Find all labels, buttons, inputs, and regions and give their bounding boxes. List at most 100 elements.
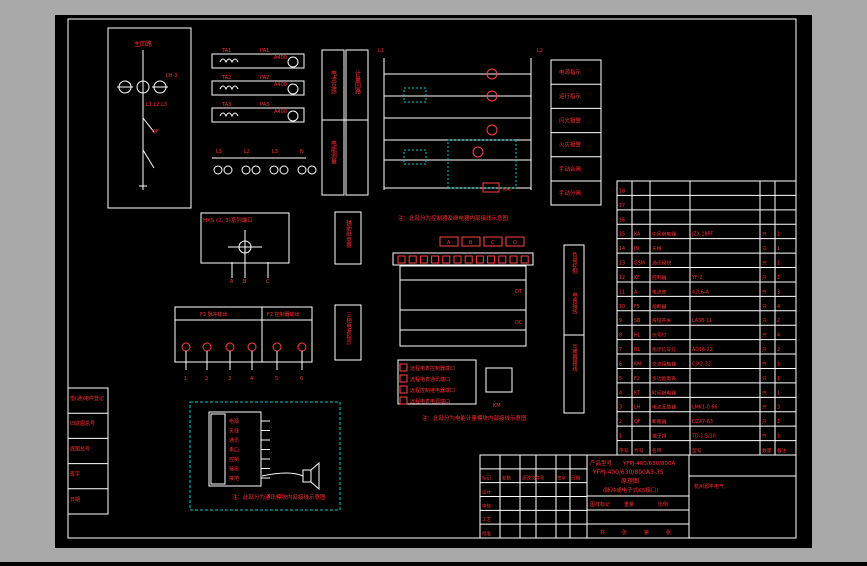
stage-label: 比例	[658, 501, 668, 508]
parts-cell: 9	[619, 318, 622, 324]
meter-row-a: A400	[274, 55, 287, 61]
parts-cell: 指示信号灯	[652, 346, 676, 353]
module-indicator-label: D	[513, 240, 517, 246]
fuse-icon	[279, 165, 289, 175]
parts-cell: QF	[634, 419, 641, 425]
sheet-label: 张	[666, 529, 671, 536]
parts-cell: YF-2	[691, 275, 702, 281]
meter-row-v: PA3	[260, 102, 269, 108]
parts-cell: 3	[777, 289, 780, 295]
parts-cell: 断路器	[652, 418, 667, 425]
title-block: 产品型号 YFPJ-400/630/800A YFPJ-400/630/800A…	[479, 454, 797, 539]
side-indicator-label: 火灾报警	[559, 141, 582, 149]
terminal-number: 5	[275, 376, 278, 382]
gsm-row-label: 电源	[229, 418, 239, 425]
parts-cell: 只	[762, 347, 767, 353]
product-model: YFPJ-400/630/800A	[622, 461, 675, 467]
module-terminal	[442, 255, 451, 264]
parts-cell: 1	[777, 232, 780, 238]
parts-cell: 熔断器	[652, 303, 667, 310]
module-terminal	[487, 255, 496, 264]
side-indicator-label: 电源指示	[559, 68, 582, 76]
fuse-icon	[241, 165, 251, 175]
revision-label: 借(通)用件登记	[70, 395, 104, 402]
module-node-dt: DT	[515, 289, 523, 295]
parts-header: 数量	[762, 447, 772, 454]
parts-cell: 42L6-A	[692, 289, 709, 295]
fuse-icon	[269, 165, 279, 175]
parts-cell: 电流表	[652, 288, 667, 295]
parts-cell: 只	[762, 376, 767, 382]
terminal-number: 4	[250, 376, 253, 382]
parts-cell: 只	[762, 405, 767, 411]
title-col-label: 更改文件号	[522, 475, 545, 482]
parts-cell: 6	[619, 361, 622, 367]
terminal-number: 1	[184, 376, 187, 382]
meter-lamp-label: L1	[216, 149, 222, 155]
hks-title: HKS (2, 3)系列端口	[203, 216, 253, 224]
title-col-label: 标记	[482, 475, 491, 482]
parts-cell: SB	[634, 318, 640, 324]
parts-cell: 15	[619, 232, 625, 238]
hks-terminal-b: B	[243, 279, 247, 285]
aux-label-1-text: 辅助继电器	[345, 219, 352, 249]
ammeter-icon	[287, 110, 299, 122]
parts-cell: 4	[777, 333, 780, 339]
stage-label: 重量	[624, 501, 634, 508]
parts-cell: 1	[777, 434, 780, 440]
module-indicator-label: A	[447, 240, 451, 246]
parts-cell: 只	[762, 304, 767, 310]
vertical-label-boxes: 电流互感 计量回路 电能测量	[321, 49, 369, 196]
ct-label: LH-3	[166, 73, 178, 79]
contactor-coil	[482, 182, 500, 193]
right-vertical-labels: 负荷控制 电表接线 互感器接线	[563, 244, 585, 414]
parts-cell: 4	[619, 390, 622, 396]
module-relay-label: KM	[493, 403, 501, 409]
parts-cell: 1	[777, 419, 780, 425]
parts-header: 型号	[692, 447, 702, 454]
parts-cell: 天线	[652, 245, 662, 252]
parts-cell: 8	[619, 333, 622, 339]
parts-cell: 时间继电器	[652, 389, 676, 396]
parts-cell: F2	[634, 376, 640, 382]
sheet-label: 共	[600, 529, 605, 536]
title-col-label: 签字	[557, 475, 566, 482]
terminal-number: 2	[205, 376, 208, 382]
module-terminal	[397, 255, 406, 264]
parts-cell: 交流接触器	[652, 360, 676, 367]
parts-cell: 18	[619, 188, 625, 194]
revision-label: 底图总号	[70, 445, 90, 452]
module-terminal	[453, 255, 462, 264]
ct-coil-icon	[219, 58, 239, 64]
parts-cell: F5	[634, 304, 640, 310]
module-indicator	[461, 236, 481, 247]
meter-row-ct: TA1	[221, 48, 231, 54]
terminal-label-right: F2 控制器输出	[267, 311, 300, 318]
parts-cell: 16	[619, 217, 625, 223]
meter-lamp-label: N	[300, 149, 304, 155]
parts-cell: 只	[762, 232, 767, 238]
side-indicator-label: 闪光报警	[559, 116, 582, 124]
parts-cell: 2	[777, 318, 780, 324]
meter-lamp-label: L2	[244, 149, 250, 155]
sheet-label: 第	[644, 529, 649, 536]
right-vertical-1: 电表接线	[571, 291, 578, 315]
module-terminal	[419, 255, 428, 264]
gsm-row-label: 串口	[229, 448, 239, 454]
phase-label: L1.L2.L3	[146, 102, 167, 108]
gsm-note: 注：此部分为通讯模块内部接线示意图	[232, 493, 326, 501]
vertical-label-b: 计量回路	[354, 69, 361, 95]
ammeter-icon	[287, 83, 299, 95]
drawing-name: 原理图	[621, 478, 639, 485]
parts-cell: KT	[634, 390, 640, 396]
module-terminal	[431, 255, 440, 264]
gsm-row-label: 接地	[229, 475, 239, 482]
gsm-row-label: 控制	[229, 456, 239, 463]
breaker-label: QF	[152, 129, 159, 135]
product-label: 产品型号	[590, 459, 613, 467]
parts-cell: 1	[777, 261, 780, 267]
